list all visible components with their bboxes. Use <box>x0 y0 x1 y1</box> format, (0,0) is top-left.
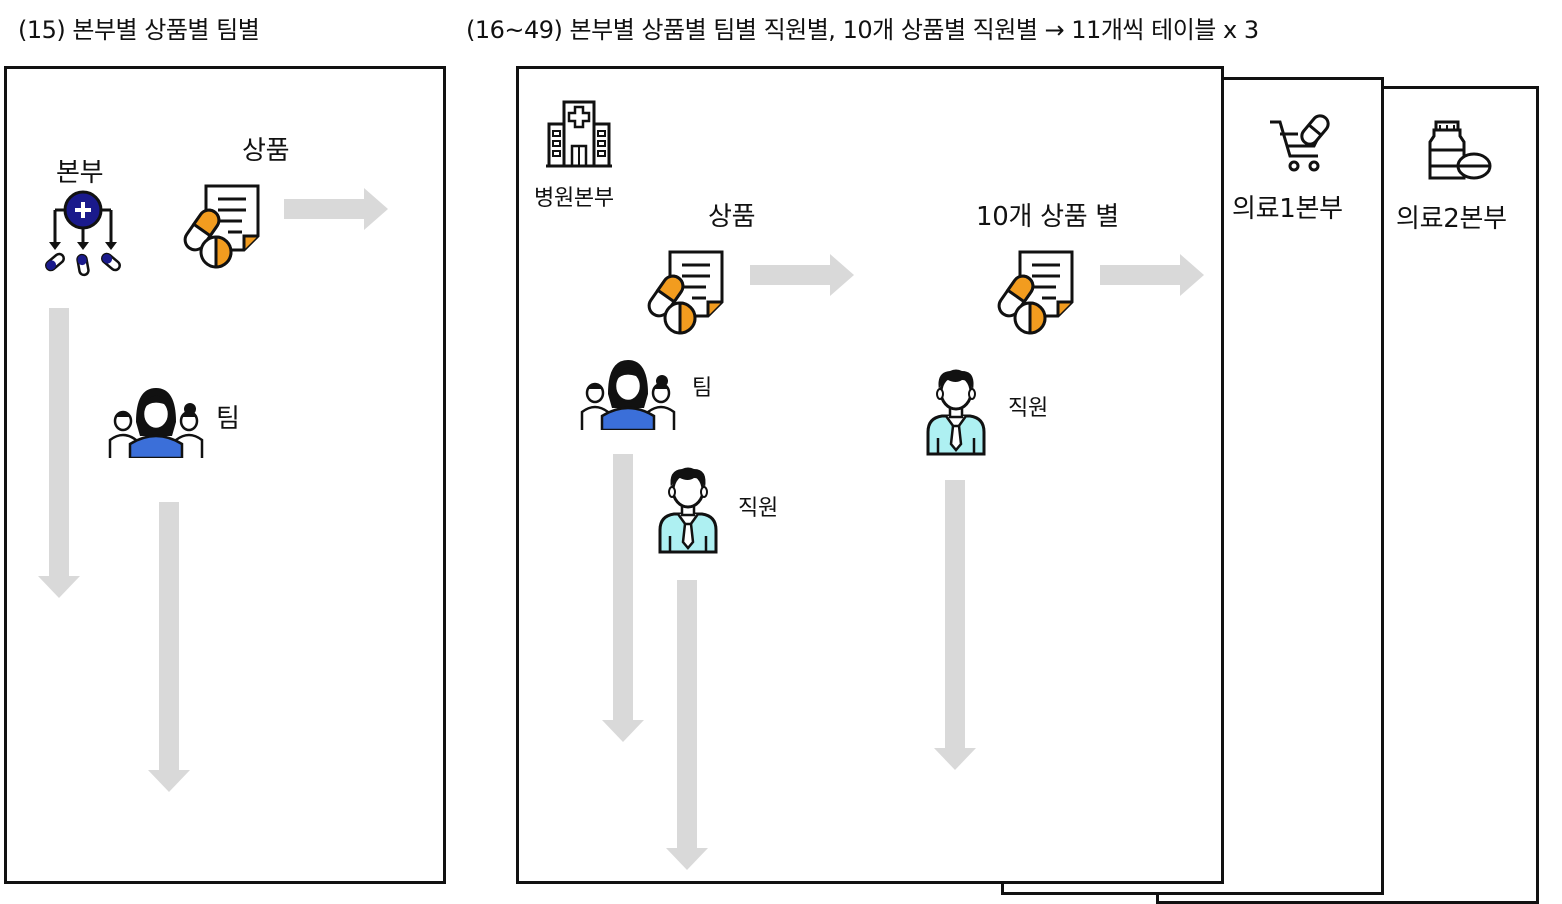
right-team-icon <box>580 360 676 430</box>
medicine-bottle-icon <box>1428 120 1492 180</box>
right-horizontal-arrow-2 <box>1100 254 1204 296</box>
right-section-heading: (16~49) 본부별 상품별 팀별 직원별, 10개 상품별 직원별 → 11… <box>466 16 1259 44</box>
ten-products-document-pill-icon <box>997 250 1074 335</box>
right-product-label: 상품 <box>708 202 756 232</box>
right-vertical-arrow-3 <box>934 480 976 770</box>
right-horizontal-arrow-1 <box>750 254 854 296</box>
right-team-label: 팀 <box>692 376 712 401</box>
left-section-heading: (15) 본부별 상품별 팀별 <box>18 16 260 44</box>
product-label: 상품 <box>242 136 290 166</box>
division-distribution-icon <box>45 190 121 277</box>
ten-products-label: 10개 상품 별 <box>976 202 1119 232</box>
employee-icon-ten-products <box>926 369 986 456</box>
hospital-division-label: 병원본부 <box>534 186 614 211</box>
left-vertical-arrow-1 <box>38 308 80 598</box>
team-icon <box>108 388 204 458</box>
division-label: 본부 <box>56 158 104 188</box>
right-vertical-arrow-2 <box>666 580 708 870</box>
cart-pill-icon <box>1270 114 1330 172</box>
hospital-icon <box>546 100 612 168</box>
product-document-pill-icon <box>183 184 260 269</box>
employee-label-team: 직원 <box>738 496 778 521</box>
right-product-document-pill-icon <box>647 250 724 335</box>
left-vertical-arrow-2 <box>148 502 190 792</box>
medical2-division-label: 의료2본부 <box>1396 204 1507 234</box>
employee-icon-team <box>658 467 718 554</box>
right-panel <box>516 66 1224 884</box>
employee-label-ten-products: 직원 <box>1008 396 1048 421</box>
right-vertical-arrow-1 <box>602 454 644 742</box>
left-horizontal-arrow <box>284 188 388 230</box>
team-label: 팀 <box>216 404 240 434</box>
medical1-division-label: 의료1본부 <box>1232 194 1343 224</box>
